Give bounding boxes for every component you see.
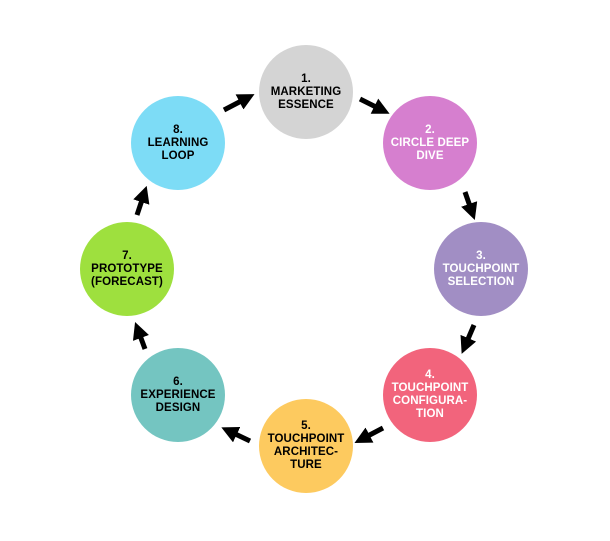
arrow-4-to-5 [354,425,385,443]
step-8-circle: 8. LEARNING LOOP [131,96,225,190]
step-3-circle: 3. TOUCHPOINT SELECTION [434,222,528,316]
arrow-1-to-2 [358,96,390,114]
step-4-label: 4. TOUCHPOINT CONFIGURA- TION [391,369,469,420]
step-4-circle: 4. TOUCHPOINT CONFIGURA- TION [383,348,477,442]
arrow-2-to-3 [461,191,478,221]
step-8-label: 8. LEARNING LOOP [147,123,209,162]
step-6-label: 6. EXPERIENCE DESIGN [140,375,216,414]
arrow-7-to-8 [133,185,150,216]
step-6-circle: 6. EXPERIENCE DESIGN [131,348,225,442]
step-2-label: 2. CIRCLE DEEP DIVE [390,123,470,162]
step-1-label: 1. MARKETING ESSENCE [270,72,342,111]
step-7-label: 7. PROTOTYPE (FORECAST) [91,249,163,288]
step-5-label: 5. TOUCHPOINT ARCHITEC- TURE [267,420,345,471]
step-3-label: 3. TOUCHPOINT SELECTION [442,249,520,288]
arrow-6-to-7 [132,322,149,350]
step-7-circle: 7. PROTOTYPE (FORECAST) [80,222,174,316]
arrow-8-to-1 [222,94,255,113]
step-5-circle: 5. TOUCHPOINT ARCHITEC- TURE [259,399,353,493]
step-1-circle: 1. MARKETING ESSENCE [259,45,353,139]
arrow-3-to-4 [460,324,477,354]
step-2-circle: 2. CIRCLE DEEP DIVE [383,96,477,190]
arrow-5-to-6 [221,426,252,444]
